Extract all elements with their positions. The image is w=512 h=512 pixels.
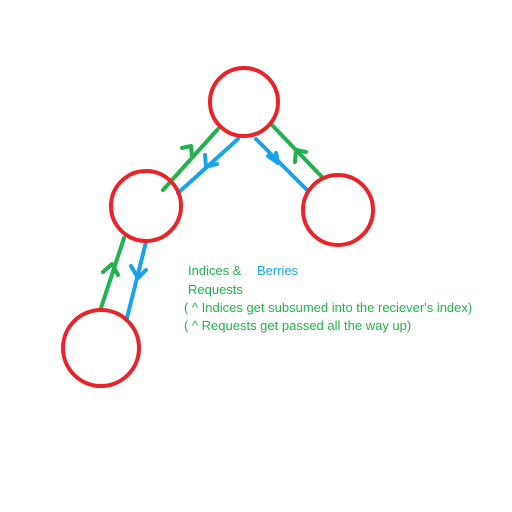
legend-requests-label: Requests [188, 282, 243, 297]
note-indices-subsumed: ( ^ Indices get subsumed into the reciev… [184, 300, 473, 315]
arrow-up-indices-icon [180, 144, 194, 158]
arrow-down-berries-icon [203, 153, 219, 169]
arrow-up-indices-icon [293, 148, 308, 164]
legend-berries-label: Berries [257, 263, 299, 278]
edge-berries-top-to-middle-right [254, 137, 309, 192]
arrow-down-berries-icon [266, 151, 280, 165]
node-middle-left [109, 169, 183, 243]
node-top [208, 66, 280, 138]
legend-indices-label: Indices & [188, 263, 242, 278]
edge-indices-middle-left-to-top [161, 127, 220, 192]
arrow-up-indices-icon [101, 262, 120, 277]
edge-berries-middle-left-to-bottom-left [125, 240, 148, 320]
node-middle-right [301, 173, 375, 247]
edges-group [99, 122, 324, 320]
edge-indices-bottom-left-to-middle-left [99, 236, 126, 310]
note-requests-passed-up: ( ^ Requests get passed all the way up) [184, 318, 412, 333]
node-bottom-left [61, 308, 141, 388]
nodes-group [61, 66, 375, 388]
arrow-down-berries-icon [129, 264, 148, 280]
